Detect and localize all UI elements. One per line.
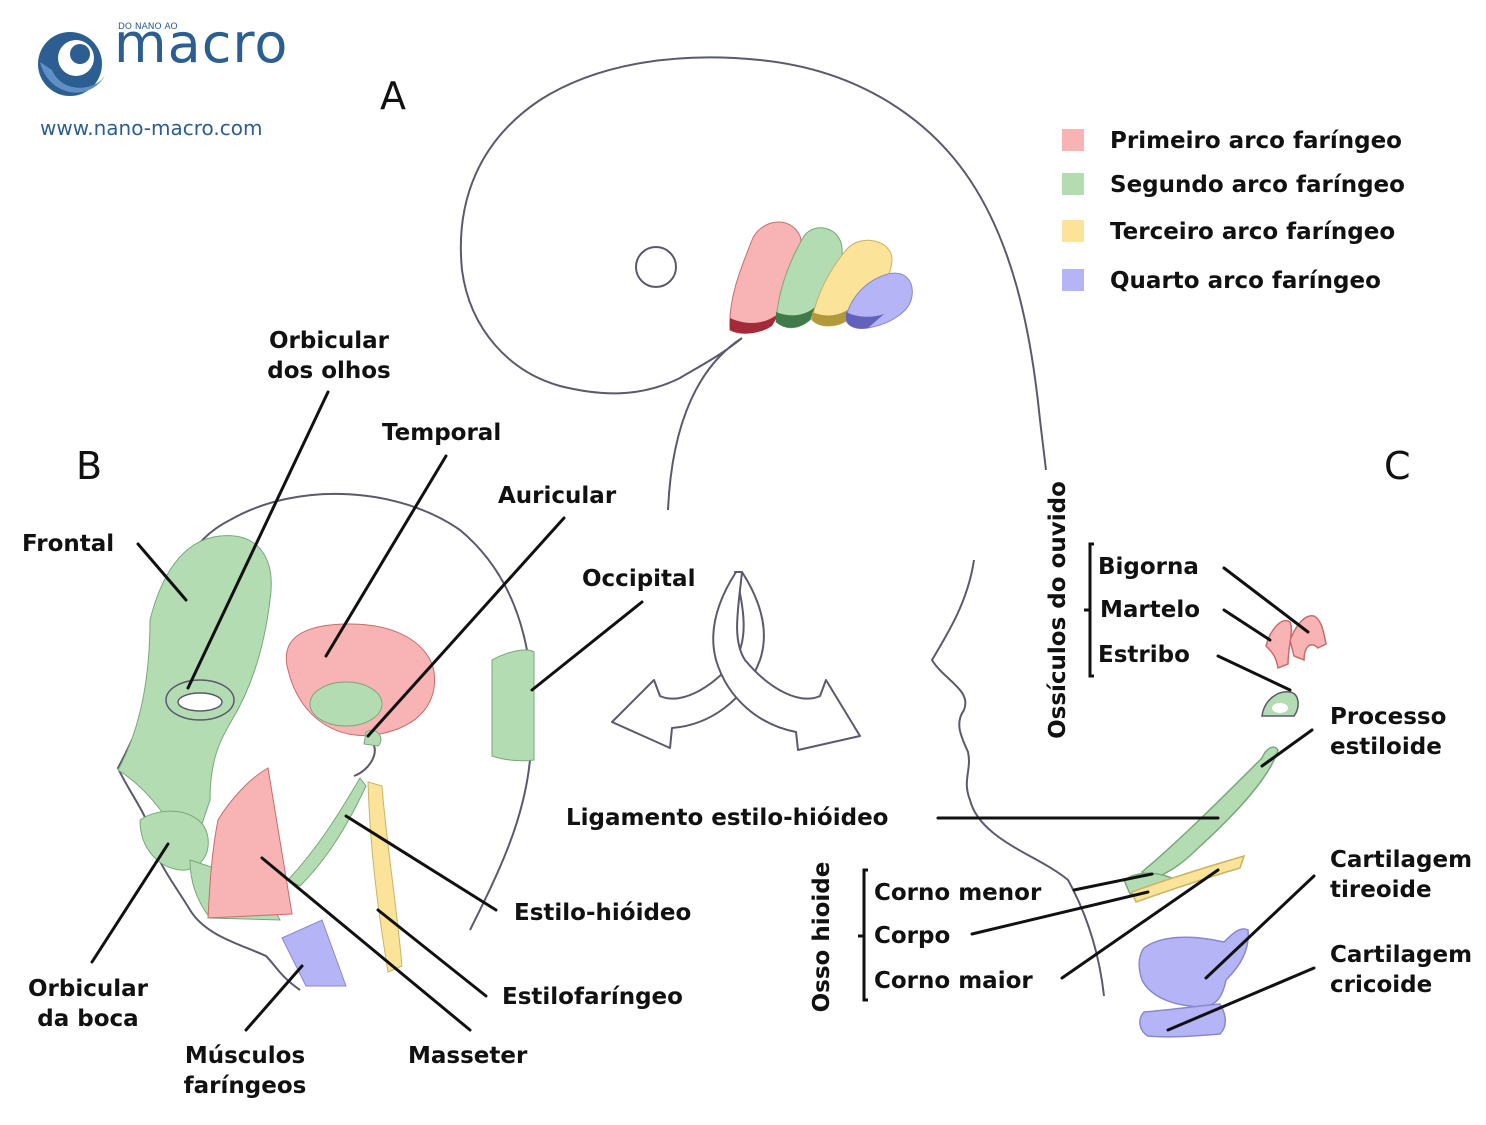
embryo-outline [459, 56, 1047, 511]
cartilagem-tireoide-shape [1138, 928, 1249, 1008]
label-auricular: Auricular [498, 483, 617, 509]
label-orbicular-boca: Orbicular da boca [28, 976, 148, 1032]
occipital-muscle [491, 649, 535, 762]
cartilagem-cricoide-shape [1139, 1003, 1226, 1038]
label-estilofaringeo: Estilofaríngeo [502, 984, 683, 1010]
profile-outline-c [930, 559, 1105, 997]
estilofaringeo-muscle [367, 781, 403, 973]
auricular-muscle [309, 681, 383, 727]
label-occipital: Occipital [582, 566, 696, 592]
label-frontal: Frontal [22, 531, 115, 557]
logo-wordmark: macro [114, 12, 289, 75]
orbicular-boca-muscle [139, 810, 209, 871]
brackets [858, 542, 1094, 1002]
panel-letter-b: B [76, 444, 103, 488]
legend-swatch-fourth [1062, 269, 1084, 291]
label-osso-hioide: Osso hioide [809, 861, 835, 1013]
label-ossiculos: Ossículos do ouvido [1045, 481, 1071, 739]
label-bigorna: Bigorna [1098, 554, 1199, 580]
label-orbicular-olhos: Orbicular dos olhos [267, 328, 391, 384]
label-corno-menor: Corno menor [874, 880, 1042, 906]
pharyngeal-arches [729, 221, 913, 334]
legend-swatch-first [1062, 129, 1084, 151]
legend-label-second: Segundo arco faríngeo [1110, 172, 1405, 198]
label-cartilagem-cricoide: Cartilagem cricoide [1330, 942, 1473, 998]
legend-label-first: Primeiro arco faríngeo [1110, 128, 1402, 154]
legend-item-second: Segundo arco faríngeo [1062, 170, 1482, 200]
hioide-corno-maior-shape [1131, 854, 1246, 903]
structures-c [1123, 615, 1327, 1038]
ligamento-shape [1140, 746, 1279, 881]
logo-tagline: DO NANO AO [118, 22, 178, 32]
label-cartilagem-tireoide: Cartilagem tireoide [1330, 847, 1473, 903]
label-corno-maior: Corno maior [874, 968, 1033, 994]
legend-swatch-second [1062, 173, 1084, 195]
label-estribo: Estribo [1098, 642, 1190, 668]
split-arrows [611, 571, 861, 751]
legend-item-fourth: Quarto arco faríngeo [1062, 266, 1482, 296]
label-martelo: Martelo [1100, 597, 1201, 623]
label-corpo: Corpo [874, 923, 951, 949]
label-masseter: Masseter [408, 1043, 528, 1069]
legend-label-fourth: Quarto arco faríngeo [1110, 268, 1381, 294]
logo-emblem [38, 32, 106, 96]
label-temporal: Temporal [382, 420, 502, 446]
label-processo-estiloide: Processo estiloide [1330, 704, 1447, 760]
legend-swatch-third [1062, 220, 1084, 242]
legend-label-third: Terceiro arco faríngeo [1110, 219, 1396, 245]
leader-lines [90, 390, 1316, 1032]
legend-item-first: Primeiro arco faríngeo [1062, 126, 1482, 156]
estilo-hioideo-muscle [287, 777, 367, 887]
label-musculos-faringeos: Músculos faríngeos [183, 1043, 307, 1099]
masseter-muscle [207, 767, 293, 919]
muscles-b [117, 535, 535, 987]
legend-item-third: Terceiro arco faríngeo [1062, 217, 1482, 247]
label-ligamento: Ligamento estilo-hióideo [566, 805, 889, 831]
logo-url: www.nano-macro.com [40, 116, 263, 140]
martelo-shape [1265, 619, 1293, 670]
panel-letter-a: A [380, 74, 406, 118]
label-estilo-hioideo: Estilo-hióideo [514, 900, 692, 926]
panel-letter-c: C [1384, 444, 1411, 488]
